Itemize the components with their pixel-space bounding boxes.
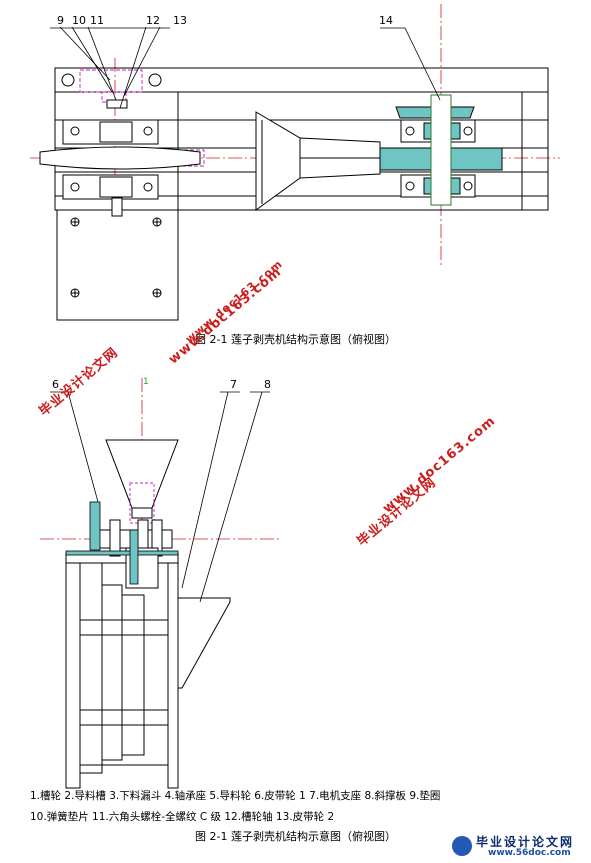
part-number-12: 12 bbox=[146, 14, 160, 27]
side-frame bbox=[65, 552, 179, 789]
side-view-drawing: 6 7 8 1 bbox=[40, 377, 280, 789]
bottom-caption: 图 2-1 莲子剥壳机结构示意图（俯视图） bbox=[195, 830, 396, 843]
part-number-13: 13 bbox=[173, 14, 187, 27]
side-leader-lines bbox=[50, 391, 270, 603]
legend-line-2: 10.弹簧垫片 11.六角头螺栓-全螺纹 C 级 12.槽轮轴 13.皮带轮 2 bbox=[30, 811, 335, 823]
small-mark: 1 bbox=[143, 377, 149, 387]
part-number-10: 10 bbox=[72, 14, 86, 27]
left-bearings bbox=[61, 73, 162, 200]
site-logo-watermark: 毕业设计论文网 www.56doc.com bbox=[448, 833, 588, 861]
motor-seat-and-slant-plate bbox=[177, 580, 231, 690]
motor-seat-plate bbox=[56, 209, 179, 321]
legend-line-1: 1.槽轮 2.导料槽 3.下料漏斗 4.轴承座 5.导料轮 6.皮带轮 1 7.… bbox=[30, 790, 441, 802]
top-part-numbers: 9 10 11 12 13 14 bbox=[57, 14, 393, 27]
logo-title: 毕业设计论文网 bbox=[476, 835, 575, 849]
hopper-side bbox=[105, 439, 179, 519]
top-view-caption: 图 2-1 莲子剥壳机结构示意图（俯视图） bbox=[195, 333, 396, 346]
part-number-14: 14 bbox=[379, 14, 393, 27]
part-number-9: 9 bbox=[57, 14, 64, 27]
part-number-7: 7 bbox=[230, 378, 237, 391]
top-leader-lines bbox=[50, 26, 441, 109]
logo-url: www.56doc.com bbox=[488, 848, 571, 858]
part-number-8: 8 bbox=[264, 378, 271, 391]
parts-legend: 1.槽轮 2.导料槽 3.下料漏斗 4.轴承座 5.导料轮 6.皮带轮 1 7.… bbox=[30, 786, 590, 828]
top-view-drawing: 9 10 11 12 13 14 bbox=[30, 4, 560, 321]
part-number-6: 6 bbox=[52, 378, 59, 391]
part-number-11: 11 bbox=[90, 14, 104, 27]
side-part-numbers: 6 7 8 1 bbox=[52, 377, 271, 391]
slot-wheel-shaft bbox=[39, 99, 201, 217]
right-bearing-assembly bbox=[379, 94, 503, 206]
logo-icon bbox=[452, 836, 472, 856]
side-teal-parts bbox=[65, 501, 179, 585]
hopper-top bbox=[255, 111, 381, 211]
